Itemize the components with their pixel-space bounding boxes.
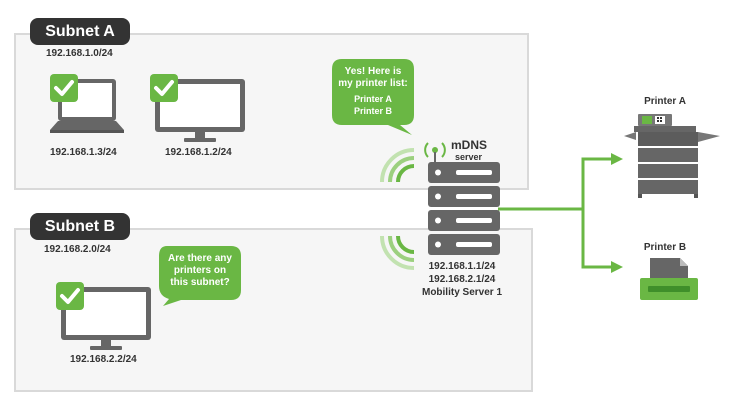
desktop-a-ip: 192.168.1.2/24 — [165, 147, 232, 158]
reply-speech-bubble — [332, 59, 414, 135]
checkmark-icon — [150, 74, 178, 102]
query-line-1: Are there any — [168, 253, 232, 264]
printer-b-label: Printer B — [643, 242, 687, 253]
query-speech-bubble — [159, 246, 241, 306]
desktop-b-ip: 192.168.2.2/24 — [70, 354, 137, 365]
subnet-b-network: 192.168.2.0/24 — [44, 244, 111, 255]
printer-b-icon — [640, 258, 698, 300]
reply-printer-a: Printer A — [354, 94, 392, 104]
reply-bubble-text: Yes! Here is my printer list: Printer A … — [332, 66, 414, 117]
query-line-3: this subnet? — [170, 277, 230, 288]
printer-a-icon — [624, 114, 720, 198]
subnet-a-title: Subnet A — [30, 18, 130, 45]
server-label-server: server — [455, 152, 483, 162]
printer-a-label: Printer A — [644, 96, 686, 107]
laptop-ip: 192.168.1.3/24 — [50, 147, 117, 158]
reply-printer-b: Printer B — [353, 106, 392, 116]
checkmark-icon — [50, 74, 78, 102]
subnet-a-network: 192.168.1.0/24 — [46, 48, 113, 59]
server-ip-1: 192.168.1.1/24 — [428, 261, 496, 272]
reply-line-2: my printer list: — [338, 78, 408, 89]
wifi-signal-icon — [380, 235, 415, 270]
subnet-b-title: Subnet B — [30, 213, 130, 240]
server-icon — [428, 162, 500, 255]
reply-line-1: Yes! Here is — [344, 66, 402, 77]
wifi-signal-icon — [380, 148, 415, 183]
antenna-icon — [424, 142, 446, 164]
checkmark-icon — [56, 282, 84, 310]
connection-lines — [498, 153, 623, 273]
server-label-mdns: mDNS — [451, 138, 488, 152]
server-name: Mobility Server 1 — [421, 287, 503, 298]
laptop-icon — [50, 79, 124, 133]
query-line-2: printers on — [173, 265, 227, 276]
server-ip-2: 192.168.2.1/24 — [428, 274, 496, 285]
query-bubble-text: Are there any printers on this subnet? — [160, 253, 240, 289]
